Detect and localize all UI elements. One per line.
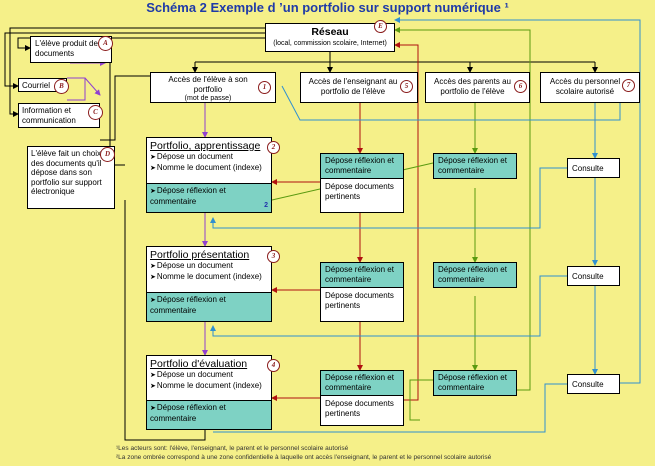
- portfolio-apprentissage-title: Portfolio, apprentissage: [150, 140, 261, 152]
- marker-e: E: [374, 20, 387, 33]
- marker-c: C: [88, 105, 103, 120]
- portfolio-evaluation: Portfolio d'évaluation Dépose un documen…: [146, 355, 272, 430]
- marker-2: 2: [267, 141, 280, 154]
- portfolio-presentation-title: Portfolio présentation: [150, 249, 250, 261]
- access-eleve: Accès de l'élève à son portfolio (mot de…: [150, 72, 276, 103]
- portfolio-evaluation-title: Portfolio d'évaluation: [150, 358, 248, 370]
- portfolio-item: Nomme le document (indexe): [150, 163, 268, 174]
- parent-text: Dépose réflexion et commentaire: [438, 156, 507, 175]
- teacher-box-3: Dépose réflexion et commentaire Dépose d…: [320, 370, 404, 426]
- portfolio-apprentissage: Portfolio, apprentissage Dépose un docum…: [146, 137, 272, 213]
- staff-text: Consulte: [572, 272, 604, 281]
- access-enseignant: Accès de l'enseignant au portfolio de l'…: [300, 72, 418, 103]
- marker-5: 5: [400, 80, 413, 93]
- actor-eleve-choix-text: L'élève fait un choix des documents qu'i…: [31, 149, 102, 196]
- staff-box-2: Consulte: [567, 266, 620, 286]
- marker-3: 3: [267, 250, 280, 263]
- diagram-title: Schéma 2 Exemple d ’un portfolio sur sup…: [146, 0, 509, 15]
- marker-4: 4: [267, 359, 280, 372]
- teacher-plain-text: Dépose documents pertinents: [325, 291, 394, 310]
- teacher-shade-text: Dépose réflexion et commentaire: [321, 263, 403, 288]
- marker-6: 6: [514, 80, 527, 93]
- actor-courriel-text: Courriel: [22, 81, 51, 90]
- parent-text: Dépose réflexion et commentaire: [438, 373, 507, 392]
- marker-a: A: [98, 36, 113, 51]
- teacher-shade-text: Dépose réflexion et commentaire: [321, 154, 403, 179]
- access-enseignant-text: Accès de l'enseignant au portfolio de l'…: [308, 77, 398, 96]
- staff-box-3: Consulte: [567, 374, 620, 394]
- portfolio-item: Dépose un document: [150, 370, 268, 381]
- staff-text: Consulte: [572, 380, 604, 389]
- access-personnel-text: Accès du personnel scolaire autorisé: [549, 77, 621, 96]
- teacher-box-2: Dépose réflexion et commentaire Dépose d…: [320, 262, 404, 322]
- marker-d: D: [100, 147, 115, 162]
- access-personnel: Accès du personnel scolaire autorisé: [540, 72, 640, 103]
- teacher-plain-text: Dépose documents pertinents: [325, 399, 394, 418]
- portfolio-item: Dépose un document: [150, 152, 268, 163]
- teacher-plain-text: Dépose documents pertinents: [325, 182, 394, 201]
- staff-box-1: Consulte: [567, 158, 620, 178]
- parent-box-3: Dépose réflexion et commentaire: [433, 370, 517, 396]
- actor-info-text: Information et communication: [22, 106, 76, 125]
- actor-info: Information et communication: [18, 103, 100, 128]
- teacher-box-1: Dépose réflexion et commentaire Dépose d…: [320, 153, 404, 213]
- parent-box-1: Dépose réflexion et commentaire: [433, 153, 517, 179]
- footnote-ref: 2: [264, 201, 268, 209]
- access-parents-text: Accès des parents au portfolio de l'élèv…: [434, 77, 511, 96]
- footnote-2: ²La zone ombrée correspond à une zone co…: [116, 453, 492, 461]
- access-eleve-text: Accès de l'élève à son portfolio: [168, 75, 248, 94]
- staff-text: Consulte: [572, 164, 604, 173]
- marker-1: 1: [258, 81, 271, 94]
- reseau-label: Réseau: [311, 26, 349, 38]
- teacher-shade-text: Dépose réflexion et commentaire: [321, 371, 403, 396]
- portfolio-shade-text: Dépose réflexion et commentaire: [150, 403, 226, 423]
- portfolio-shade-text: Dépose réflexion et commentaire: [150, 295, 226, 315]
- access-parents: Accès des parents au portfolio de l'élèv…: [425, 72, 530, 103]
- actor-eleve-produit: L'élève produit des documents: [30, 36, 112, 63]
- parent-text: Dépose réflexion et commentaire: [438, 265, 507, 284]
- portfolio-item: Nomme le document (indexe): [150, 272, 268, 283]
- reseau-sub: (local, commission scolaire, Internet): [273, 40, 387, 47]
- reseau-box: Réseau (local, commission scolaire, Inte…: [265, 23, 395, 52]
- marker-7: 7: [622, 79, 635, 92]
- actor-eleve-produit-text: L'élève produit des documents: [35, 39, 102, 58]
- footnotes: ¹Les acteurs sont: l'élève, l'enseignant…: [116, 445, 491, 462]
- portfolio-shade-text: Dépose réflexion et commentaire: [150, 186, 226, 206]
- portfolio-presentation: Portfolio présentation Dépose un documen…: [146, 246, 272, 322]
- marker-b: B: [54, 79, 69, 94]
- footnote-1: ¹Les acteurs sont: l'élève, l'enseignant…: [116, 445, 349, 452]
- portfolio-item: Nomme le document (indexe): [150, 381, 268, 392]
- parent-box-2: Dépose réflexion et commentaire: [433, 262, 517, 288]
- portfolio-item: Dépose un document: [150, 261, 268, 272]
- access-eleve-sub: (mot de passe): [184, 95, 232, 102]
